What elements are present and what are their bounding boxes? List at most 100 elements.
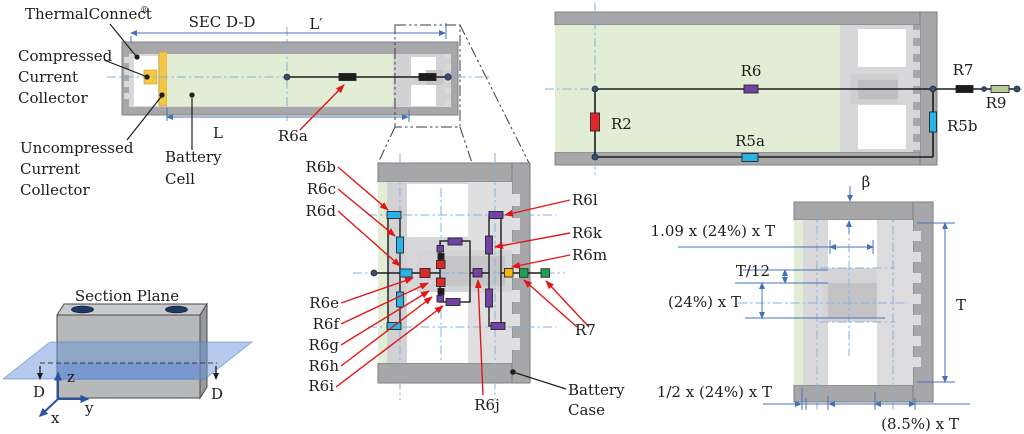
label-r6b: R6b [306, 158, 336, 176]
label-beta: β [862, 173, 871, 191]
resistor-r5a [741, 153, 759, 162]
projection-line [459, 24, 530, 164]
uncompressed-pointer [126, 96, 162, 141]
figure-section-plane: Section Plane D D z y x [1, 287, 254, 427]
right-serration [512, 194, 520, 350]
resistor-r6h [437, 288, 445, 295]
compressed-collector-label: Collector [18, 89, 88, 107]
leader-arrow-r6d [337, 210, 401, 267]
battery-cell-label: Battery [165, 148, 222, 166]
dimension-lines [678, 186, 970, 410]
terminal [71, 305, 94, 314]
right-end-pocket [858, 105, 906, 149]
label-r7: R7 [575, 321, 596, 339]
dim-half24t-label: 1/2 x (24%) x T [657, 383, 772, 401]
resistor-r6m [504, 268, 514, 278]
resistor-r7 [955, 85, 974, 93]
figure-cross-section: R6 R2 R5a R5b R7 R9 [545, 3, 1022, 176]
resistor-r6a [338, 73, 357, 81]
resistor-r6f [436, 260, 446, 269]
case-top-wall [377, 162, 531, 183]
leader-arrow-r7 [523, 279, 578, 328]
battery-cell-region [167, 54, 393, 106]
leader-arrow-r6i [335, 305, 444, 388]
label-r2: R2 [611, 115, 632, 133]
leader-arrow-r6e [340, 277, 414, 304]
leader-arrow-r6l [504, 199, 571, 217]
compressed-pointer [103, 59, 146, 77]
uncompressed-collector-label: Uncompressed [20, 139, 134, 157]
resistor-r7b [540, 268, 550, 278]
uncompressed-collector-label: Current [20, 160, 80, 178]
pointer-dot [134, 54, 140, 60]
pointer-dot [144, 74, 150, 80]
resistor-r5b [929, 111, 937, 133]
left-serration [124, 57, 129, 99]
case-bottom-wall [793, 384, 934, 403]
resistor-r6e [419, 268, 431, 278]
label-r6g: R6g [309, 336, 340, 354]
thermalconnect-label: ThermalConnect [25, 5, 152, 23]
section-plane-title: Section Plane [75, 287, 179, 305]
node [370, 269, 378, 277]
resistor-r6c [396, 236, 404, 254]
label-r9: R9 [986, 94, 1007, 112]
label-r6: R6 [741, 62, 762, 80]
dim-t12-label: T/12 [736, 262, 770, 280]
right-serration [445, 58, 451, 100]
node [1013, 85, 1021, 93]
case-top-wall [554, 11, 938, 26]
leader-arrow-r7 [545, 280, 590, 328]
resistor-r6k [485, 235, 493, 255]
right-end-pocket [858, 29, 906, 67]
section-plane-band [57, 363, 200, 380]
label-r6l: R6l [572, 191, 598, 209]
label-r6d: R6d [306, 202, 337, 220]
leader-arrows [335, 166, 590, 396]
leader-arrow-r6h [340, 296, 433, 367]
node [981, 86, 987, 92]
dim-t-label: T [956, 296, 966, 314]
resistor-r6l [488, 211, 504, 219]
figure-sec-dd: SEC D-D ThermalConnect ® Compressed Curr… [18, 5, 530, 199]
label-d-right: D [211, 385, 223, 403]
resistor-r6k-mirror [485, 288, 493, 308]
figure-dimensions: β 1.09 x (24%) x T T/12 (24%) x T T 1/2 … [651, 173, 970, 433]
dim-top-width-label: 1.09 x (24%) x T [651, 222, 775, 240]
center-tab-inner [440, 256, 505, 286]
pointer-dot [189, 92, 195, 98]
leader-arrow-r6c [337, 188, 396, 237]
leader-arrow-r6j [474, 279, 484, 396]
thermalconnect-pointer [109, 23, 137, 57]
leader-arrow-r6b [337, 166, 389, 211]
node [929, 85, 937, 93]
registered-mark: ® [140, 6, 149, 16]
node [283, 73, 291, 81]
label-r6m: R6m [572, 246, 607, 264]
pocket-top [407, 184, 468, 237]
label-r5b: R5b [947, 117, 977, 135]
resistor-r6j [472, 268, 483, 278]
projection-line [377, 126, 396, 164]
resistor-r6g [436, 277, 446, 287]
resistor-r6d [399, 268, 413, 278]
resistor-r6b [386, 211, 402, 219]
right-end-pocket [411, 85, 436, 106]
case-top-wall [793, 201, 934, 221]
figure-title: SEC D-D [189, 13, 256, 31]
dimension-l-prime-label: L′ [309, 15, 323, 33]
resistor-chain-purple [436, 295, 444, 303]
label-r7: R7 [953, 61, 974, 79]
resistor-r6i [445, 298, 461, 306]
leader-arrow-r6f [340, 282, 429, 325]
battery-case-label: Case [568, 401, 605, 419]
pointer-dot [510, 369, 516, 375]
center-tab-inner [828, 283, 877, 318]
battery-cell-label: Cell [165, 170, 195, 188]
projection-line [459, 126, 473, 164]
battery-case-label: Battery [568, 381, 625, 399]
label-d-left: D [33, 383, 45, 401]
resistor-r6c-mirror [396, 291, 404, 308]
label-r6e: R6e [309, 294, 339, 312]
